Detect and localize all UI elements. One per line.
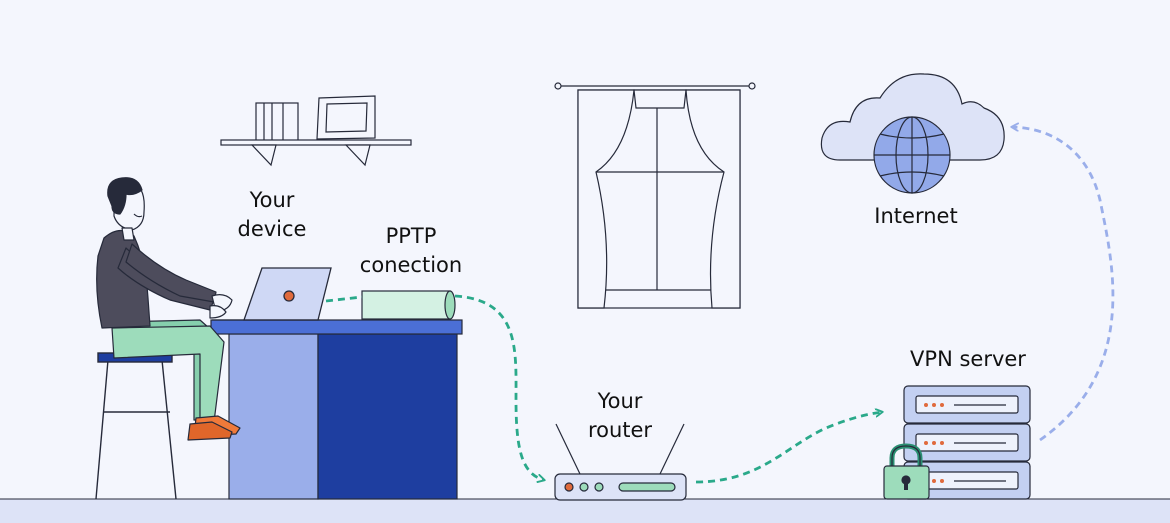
vpn-server-label: VPN server bbox=[910, 347, 1026, 371]
device-label-line-1: Your bbox=[249, 188, 295, 212]
person-icon bbox=[96, 177, 241, 441]
stool-icon bbox=[95, 352, 177, 500]
laptop-indicator-icon bbox=[283, 290, 295, 302]
connection-label-line-1: PPTP bbox=[385, 224, 437, 248]
device-label-line-2: device bbox=[237, 217, 307, 241]
globe-icon bbox=[873, 116, 951, 194]
lock-icon bbox=[883, 443, 930, 500]
laptop-icon bbox=[212, 267, 332, 321]
floor bbox=[0, 499, 1170, 523]
wall-shelf-icon bbox=[220, 95, 412, 167]
router-to-vpn-path bbox=[695, 412, 882, 484]
router-icon bbox=[554, 423, 687, 501]
tunnel-to-router-path bbox=[454, 294, 544, 480]
connection-label-line-2: conection bbox=[359, 253, 463, 277]
vpn-server-icon bbox=[903, 385, 1031, 500]
router-label-line-2: router bbox=[587, 418, 653, 442]
internet-label: Internet bbox=[874, 204, 958, 228]
desk-icon bbox=[210, 319, 463, 500]
connection-label: PPTP conection bbox=[346, 222, 476, 280]
router-label: Your router bbox=[570, 387, 670, 445]
device-label: Your device bbox=[222, 186, 322, 244]
pptp-tunnel-icon bbox=[361, 290, 456, 320]
laptop-to-tunnel-path bbox=[325, 295, 363, 303]
router-label-line-1: Your bbox=[597, 389, 643, 413]
window-curtains-icon bbox=[554, 82, 756, 309]
vpn-to-internet-path bbox=[1012, 127, 1115, 442]
